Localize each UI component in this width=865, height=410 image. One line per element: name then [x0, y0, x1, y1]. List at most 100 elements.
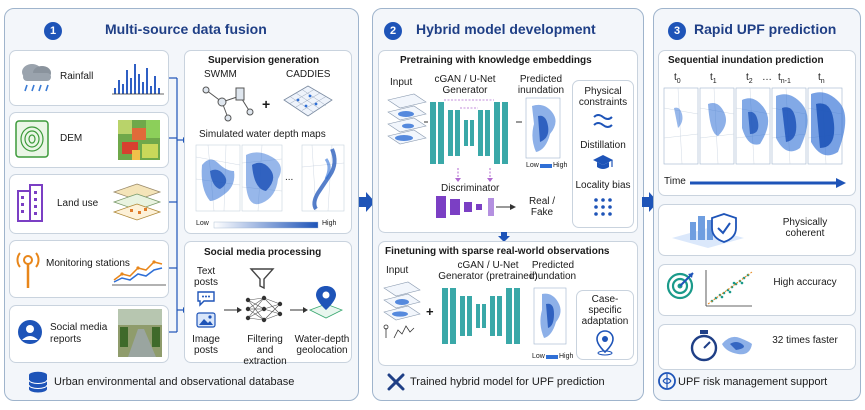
- sequential-map-1: [663, 87, 699, 165]
- maps-ellipsis: ...: [285, 172, 294, 183]
- time-step-t0: t0: [674, 72, 681, 85]
- pretrain-to-finetune-arrow: [498, 232, 510, 242]
- wave-icon: [593, 114, 613, 128]
- social-flow-arrow-1: [224, 307, 242, 313]
- physical-constraints-label: Physical constraints: [578, 86, 628, 108]
- pretraining-prediction-map: [525, 97, 561, 159]
- distillation-label: Distillation: [580, 140, 626, 151]
- graduation-cap-icon: [593, 155, 613, 169]
- panel3-title: Rapid UPF prediction: [694, 21, 837, 37]
- finetuning-colorbar: [546, 355, 558, 359]
- sequential-title: Sequential inundation prediction: [668, 55, 824, 66]
- tools-icon: [387, 373, 405, 391]
- source-label-social-media-reports: Social media reports: [50, 322, 108, 345]
- benefit-label-faster: 32 times faster: [772, 335, 838, 346]
- flow-arrow-2-to-3: [642, 192, 658, 212]
- time-step-ellipsis: …: [762, 72, 772, 83]
- finetuning-plus: +: [426, 304, 434, 319]
- swmm-label: SWMM: [204, 69, 237, 80]
- step-number-3: 3: [668, 22, 686, 40]
- dot-grid-icon: [594, 198, 612, 216]
- benefit-label-high-accuracy: High accuracy: [773, 277, 837, 288]
- image-post-icon: [196, 312, 216, 328]
- flow-arrow-1-to-2: [359, 192, 375, 212]
- finetuning-input-stack: [383, 281, 421, 339]
- finetuning-unet-graphic: [442, 288, 520, 344]
- social-flow-arrow-2: [290, 307, 308, 313]
- source-label-dem: DEM: [60, 133, 83, 144]
- rainfall-bar-chart-icon: [112, 64, 164, 95]
- panel1-footer: Urban environmental and observational da…: [54, 376, 295, 388]
- time-step-tn-1: tn-1: [778, 72, 791, 85]
- target-icon: [666, 272, 694, 300]
- caddies-grid-icon: [283, 85, 333, 117]
- finetuning-input-label: Input: [386, 265, 409, 276]
- station-timeseries-chart: [112, 260, 166, 286]
- source-label-land-use: Land use: [57, 198, 99, 209]
- finetuning-predicted-label: Predicted inundation: [529, 260, 577, 282]
- source-connector-lines: [169, 77, 187, 333]
- pretraining-generator-label: cGAN / U-Net Generator: [434, 74, 496, 96]
- step-number-1: 1: [44, 22, 62, 40]
- time-axis-label: Time: [664, 176, 686, 187]
- source-label-rainfall: Rainfall: [60, 71, 94, 82]
- finetuning-title: Finetuning with sparse real-world observ…: [385, 246, 610, 257]
- pretraining-predicted-label: Predicted inundation: [517, 74, 565, 96]
- sequential-map-3: [735, 87, 771, 165]
- text-posts-label: Text posts: [194, 266, 218, 288]
- input-layer-stack: [387, 93, 427, 145]
- finetuning-prediction-map: [533, 287, 567, 345]
- brain-icon: [658, 372, 676, 390]
- pretraining-title: Pretraining with knowledge embeddings: [400, 55, 592, 66]
- database-icon: [28, 371, 48, 393]
- finetuning-scale-high: High: [559, 353, 574, 360]
- geolocation-pin-icon: [309, 286, 343, 319]
- panel2-footer: Trained hybrid model for UPF prediction: [410, 376, 605, 388]
- discriminator-graphic: [436, 196, 516, 218]
- time-step-tn: tn: [818, 72, 825, 85]
- pretraining-scale-low: Low: [526, 162, 539, 169]
- time-axis-arrow: [690, 178, 846, 188]
- finetuning-generator-label: cGAN / U-Net Generator (pretrained): [438, 260, 538, 282]
- caddies-label: CADDIES: [286, 69, 331, 80]
- stopwatch-icon: [690, 330, 718, 362]
- simulated-depth-map-1: [195, 144, 241, 212]
- flood-blob-thumbnail: [722, 336, 752, 355]
- knowledge-embeddings-box: [572, 80, 634, 228]
- flood-photo-thumbnail: [118, 309, 162, 357]
- panel2-title: Hybrid model development: [416, 21, 596, 37]
- land-use-layers-thumbnail: [112, 183, 162, 221]
- supervision-title: Supervision generation: [208, 55, 320, 66]
- monitoring-station-icon: [16, 252, 40, 288]
- funnel-icon: [249, 268, 275, 290]
- time-step-t2: t2: [746, 72, 753, 85]
- panel1-title: Multi-source data fusion: [105, 21, 267, 37]
- sequential-map-5: [807, 87, 846, 165]
- dem-raster-thumbnail: [118, 120, 160, 160]
- image-posts-label: Image posts: [192, 334, 220, 356]
- case-specific-box: [576, 290, 634, 360]
- unet-generator-graphic: [430, 99, 508, 164]
- depth-scale-high: High: [322, 220, 337, 227]
- sequential-map-2: [699, 87, 735, 165]
- pretraining-scale-high: High: [553, 162, 568, 169]
- source-label-monitoring-stations: Monitoring stations: [46, 258, 130, 269]
- social-media-icon: [18, 320, 42, 344]
- benefit-label-physically-coherent: Physically coherent: [782, 217, 828, 239]
- depth-colorbar: [213, 221, 319, 229]
- finetuning-scale-low: Low: [532, 353, 545, 360]
- location-pin-icon: [596, 330, 614, 356]
- real-fake-label: Real / Fake: [528, 196, 556, 218]
- pretraining-colorbar: [540, 164, 552, 168]
- accuracy-scatter-plot: [705, 270, 753, 307]
- neural-network-icon: [245, 295, 283, 323]
- pretraining-input-label: Input: [390, 77, 413, 88]
- contour-map-icon: [15, 120, 49, 158]
- panel3-footer: UPF risk management support: [678, 376, 828, 388]
- filtering-label: Filtering and extraction: [243, 334, 287, 367]
- swmm-network-icon: [202, 86, 254, 122]
- supervision-plus: +: [262, 96, 271, 112]
- simulated-depth-map-2: [241, 144, 283, 212]
- depth-scale-low: Low: [196, 220, 209, 227]
- city-shield-icon: [672, 213, 744, 248]
